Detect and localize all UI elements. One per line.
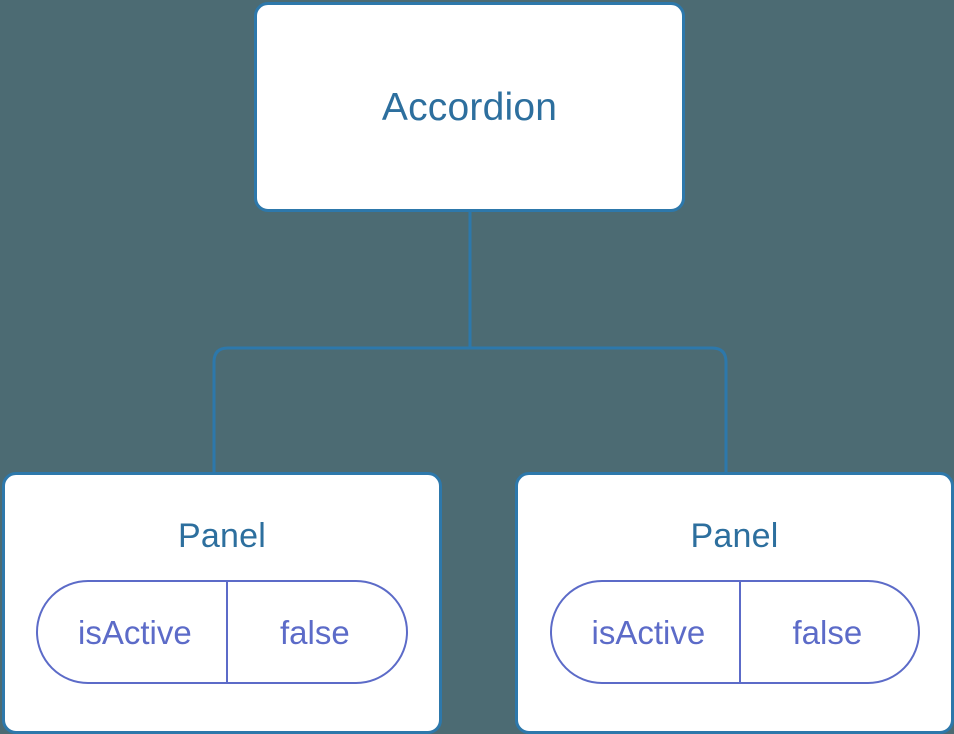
state-pill-panel-0[interactable]: isActive false: [36, 580, 408, 684]
node-panel-1[interactable]: Panel isActive false: [515, 472, 954, 734]
state-key-panel-0: isActive: [38, 582, 228, 682]
node-panel-1-label: Panel: [690, 517, 779, 555]
node-accordion-label: Accordion: [381, 85, 558, 129]
state-key-panel-1: isActive: [552, 582, 742, 682]
node-accordion[interactable]: Accordion: [254, 2, 685, 212]
state-value-panel-1[interactable]: false: [792, 613, 863, 651]
state-value-panel-0[interactable]: false: [279, 613, 350, 651]
connector-branch-bus: [212, 346, 728, 472]
state-pill-panel-1[interactable]: isActive false: [549, 580, 920, 684]
node-panel-0[interactable]: Panel isActive false: [2, 472, 442, 734]
node-panel-0-label: Panel: [178, 517, 266, 555]
